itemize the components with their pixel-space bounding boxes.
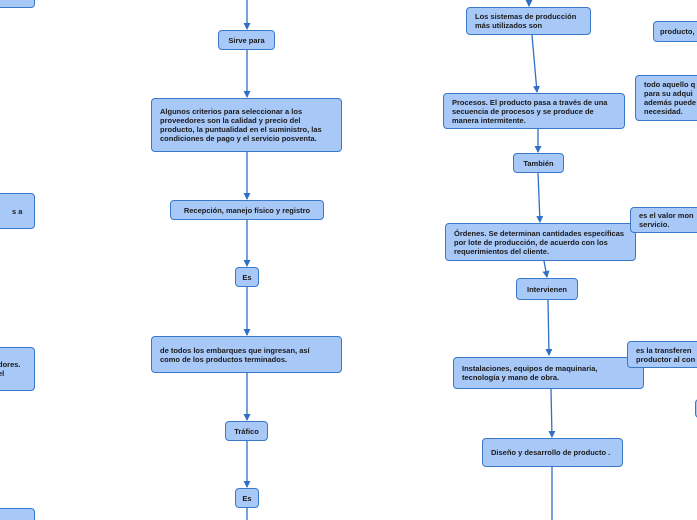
sistemas-text: Los sistemas de producción más utilizado… [475,12,577,30]
procesos-text: Procesos. El producto pasa a través de u… [452,97,608,125]
ordenes-text: Órdenes. Se determinan cantidades especí… [454,228,625,256]
intervienen-node[interactable]: Intervienen [516,278,578,300]
right-partial-node-aquello[interactable]: todo aquello q para su adqui además pued… [635,75,697,121]
es-text-1: Es [242,272,252,282]
diseno-text: Diseño y desarrollo de producto . [491,448,611,457]
recepcion-text: Recepción, manejo físico y registro [183,205,311,215]
criterios-node[interactable]: Algunos criterios para seleccionar a los… [151,98,342,152]
left-partial-node-2-text: dores. el [0,360,21,378]
procesos-node[interactable]: Procesos. El producto pasa a través de u… [443,93,625,129]
es-node-2[interactable]: Es [235,488,259,508]
ordenes-node[interactable]: Órdenes. Se determinan cantidades especí… [445,223,636,261]
trafico-text: Tráfico [234,426,259,436]
sirve-para-text: Sirve para [228,35,265,45]
diseno-node[interactable]: Diseño y desarrollo de producto . [482,438,623,467]
instalaciones-node[interactable]: Instalaciones, equipos de maquinaria, te… [453,357,644,389]
right-partial-valor-text: es el valor mon servicio. [639,211,694,229]
embarques-text: de todos los embarques que ingresan, así… [160,345,310,364]
tambien-node[interactable]: También [513,153,564,173]
tambien-text: También [523,158,554,168]
es-node-1[interactable]: Es [235,267,259,287]
right-partial-transferencia-text: es la transferen productor al con [636,345,696,364]
criterios-text: Algunos criterios para seleccionar a los… [160,107,322,143]
recepcion-node[interactable]: Recepción, manejo físico y registro [170,200,324,220]
instalaciones-text: Instalaciones, equipos de maquinaria, te… [462,364,598,382]
left-partial-node-bottom[interactable] [0,508,35,520]
left-partial-node-1[interactable]: s a [0,193,35,229]
right-partial-aquello-text: todo aquello q para su adqui además pued… [644,80,697,116]
sirve-para-node[interactable]: Sirve para [218,30,275,50]
left-partial-node-top[interactable] [0,0,35,8]
right-partial-node-valor[interactable]: es el valor mon servicio. [630,207,697,233]
left-partial-node-1-text: s a [12,206,23,216]
intervienen-text: Intervienen [526,284,567,294]
connector-ordenes-to-intervienen [542,260,550,278]
embarques-node[interactable]: de todos los embarques que ingresan, así… [151,336,342,373]
right-partial-node-producto[interactable]: producto, [653,21,697,42]
connector-intervienen-to-instalaciones [545,299,553,356]
connector-sistemas-to-procesos [531,34,540,93]
sistemas-node[interactable]: Los sistemas de producción más utilizado… [466,7,591,35]
right-partial-producto-text: producto, [660,27,695,36]
trafico-node[interactable]: Tráfico [225,421,268,441]
connector-instalaciones-to-diseno [548,388,556,438]
left-partial-node-2[interactable]: dores. el [0,347,35,391]
es-text-2: Es [242,493,252,503]
right-partial-node-transferencia[interactable]: es la transferen productor al con [627,341,697,368]
connector-tambien-to-ordenes [536,172,544,223]
